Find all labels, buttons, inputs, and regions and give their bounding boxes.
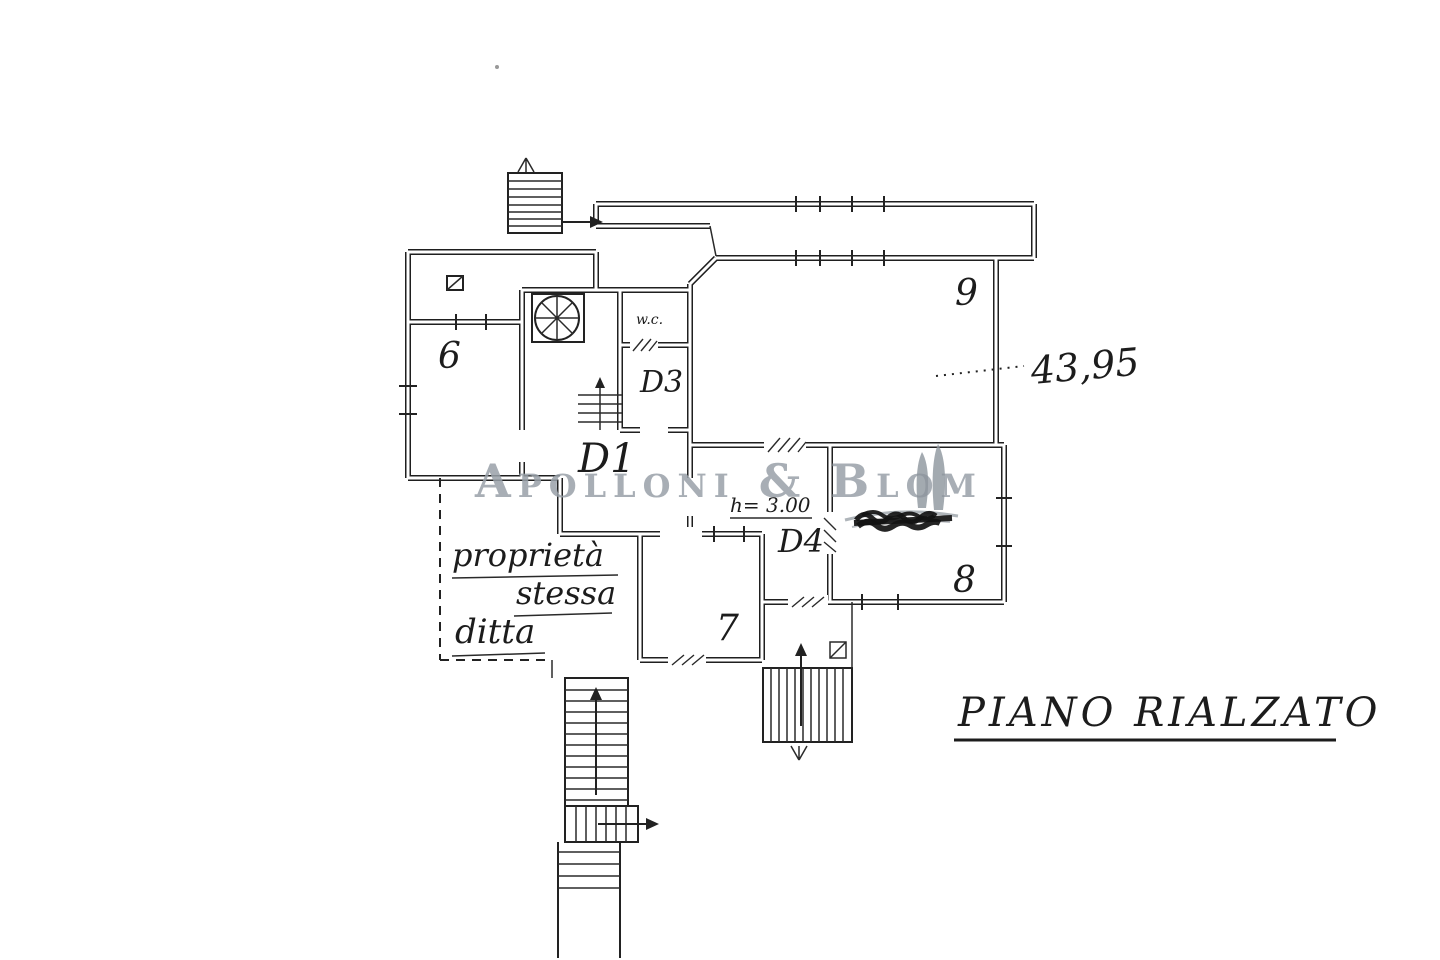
spiral-stair	[531, 293, 585, 343]
door-label-d4: D4	[777, 522, 824, 560]
pillar-square	[446, 275, 464, 291]
room-label-7: 7	[716, 608, 739, 649]
wc-label: w.c.	[636, 312, 663, 328]
stair-mark	[790, 745, 808, 761]
redacted-scribble	[853, 510, 953, 532]
watermark-text: Apolloni & Blom	[474, 454, 983, 508]
room-label-8: 8	[953, 560, 976, 601]
window-ticks	[399, 196, 1012, 610]
note-underline	[451, 652, 546, 657]
door-label-d3: D3	[639, 365, 683, 400]
misc-graphics	[439, 65, 1025, 678]
scan-speck	[495, 65, 499, 69]
note-underline	[451, 574, 619, 579]
chamfer-line	[709, 225, 717, 257]
area-measurement: 43,95	[1028, 340, 1141, 393]
door-hatches	[632, 338, 837, 666]
room-label-9: 9	[955, 273, 978, 314]
door-label-d1: D1	[577, 436, 636, 482]
interior-steps-hall	[578, 377, 622, 430]
stair-top-left	[507, 157, 603, 234]
property-note-line1: proprietà	[452, 536, 604, 574]
measure-leader-line	[935, 365, 1025, 377]
stair-mark	[517, 157, 535, 173]
property-note-line3: ditta	[455, 612, 535, 652]
stair-bottom-left	[564, 677, 659, 843]
plan-title: PIANO RIALZATO	[957, 690, 1381, 736]
note-underline	[513, 612, 613, 617]
watermark: Apolloni & Blom	[474, 444, 983, 528]
stair-corridor-bottom	[557, 842, 621, 958]
labels: 9 6 7 8 D1 D3 D4 w.c. h= 3.00 43,95 prop…	[438, 273, 1381, 742]
stair-bottom-center	[762, 602, 853, 761]
cypress-trees-icon	[916, 444, 946, 510]
pillar-square	[829, 641, 847, 659]
walls	[405, 201, 1037, 663]
property-boundary-dashed	[439, 478, 552, 661]
room-label-6: 6	[438, 336, 461, 377]
property-note-line2: stessa	[516, 574, 616, 612]
height-label: h= 3.00	[730, 493, 811, 517]
